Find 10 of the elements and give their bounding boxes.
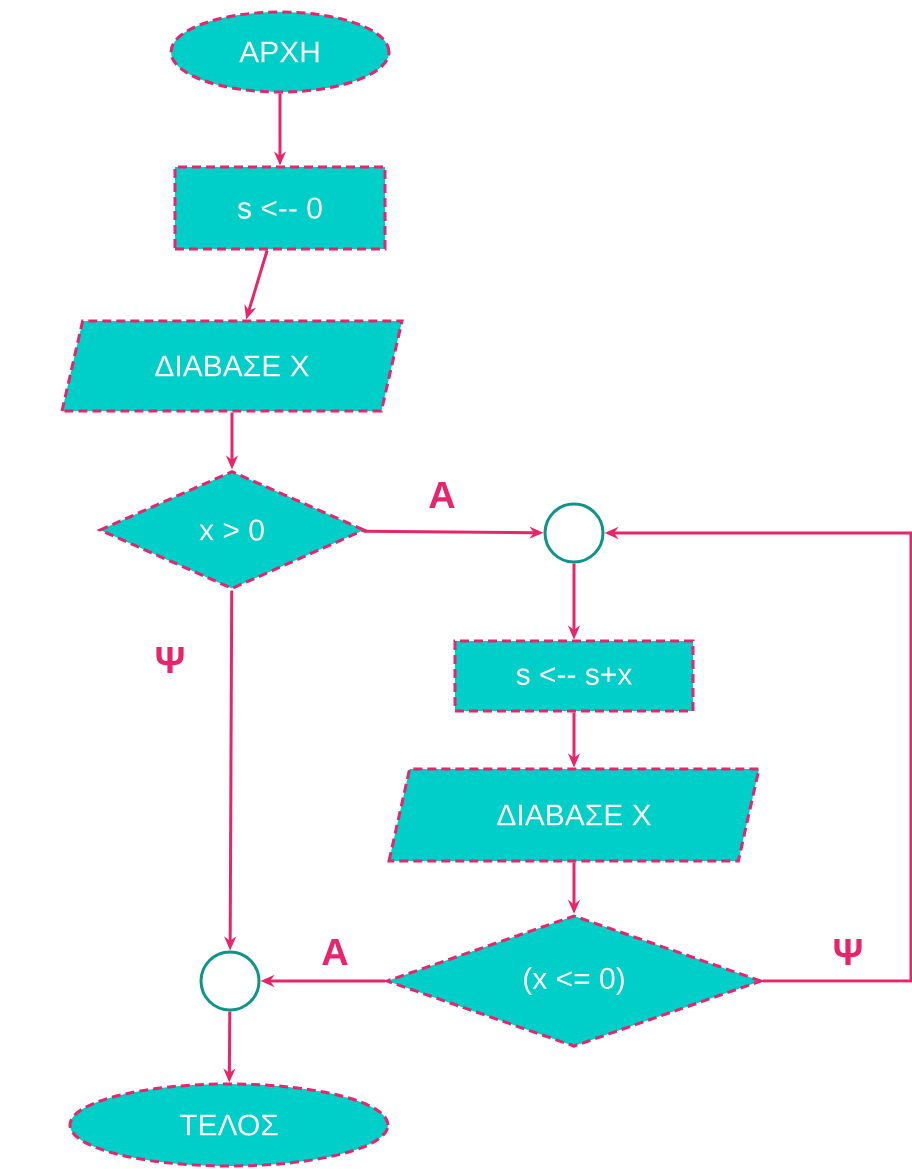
edge-label: Ψ <box>834 938 862 966</box>
process-box: s <-- s+x <box>453 639 695 713</box>
input-parallelogram: ΔΙΑΒΑΣΕ Χ <box>60 319 404 413</box>
input-parallelogram: ΔΙΑΒΑΣΕ Χ <box>387 767 761 863</box>
connector-circle <box>543 502 605 564</box>
edge-label: Α <box>429 481 455 509</box>
process-box: s <-- 0 <box>173 165 387 251</box>
connector-circle <box>199 950 261 1012</box>
edge-label: Ψ <box>156 646 184 674</box>
edge-label: Α <box>322 938 348 966</box>
